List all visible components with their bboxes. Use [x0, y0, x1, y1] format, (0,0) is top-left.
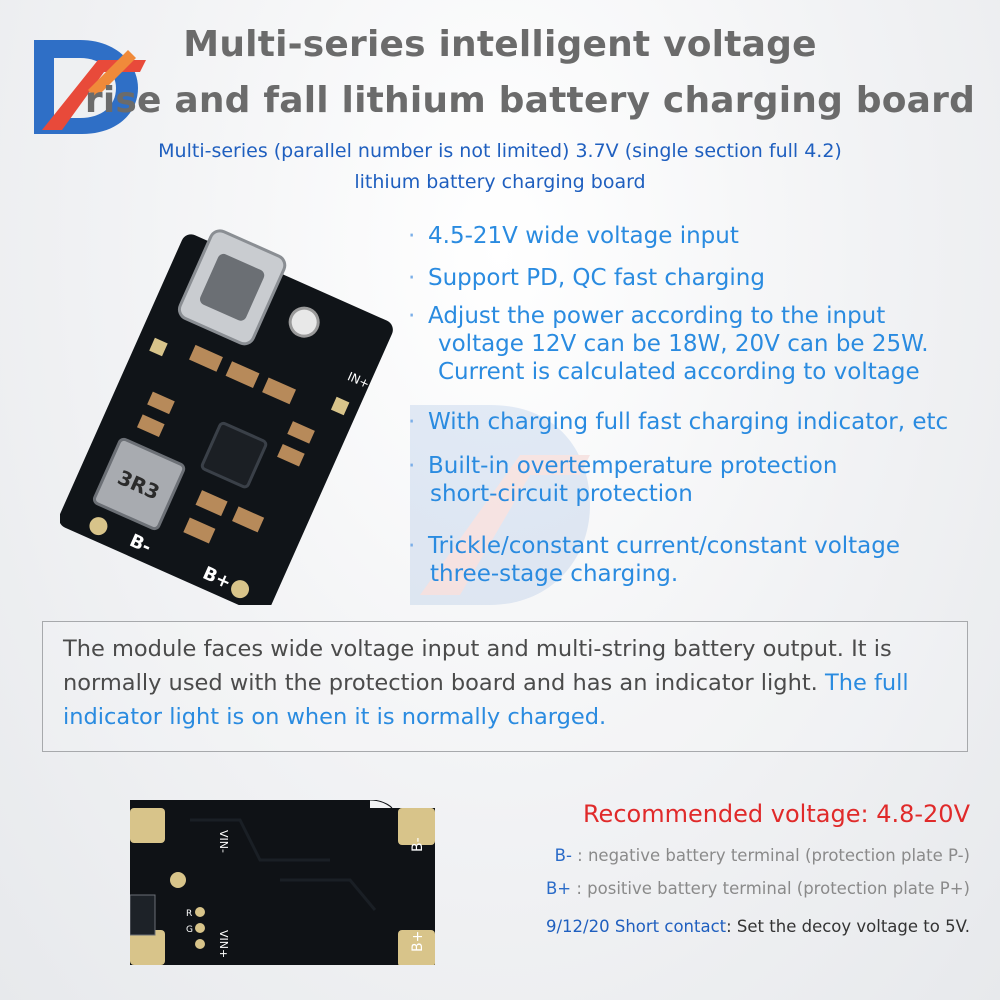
feature-item: ·Adjust the power according to the input…	[408, 303, 929, 385]
pad-b-plus-bottom-label: B+	[410, 931, 426, 952]
bullet-icon: ·	[408, 533, 416, 559]
brand-logo	[34, 40, 146, 134]
subtitle-line-1: Multi-series (parallel number is not lim…	[158, 140, 842, 162]
board-backside-photo: VIN- VIN+ B- B+ R G	[130, 800, 435, 965]
feature-item: ·Support PD, QC fast charging	[408, 265, 765, 291]
bullet-icon: ·	[408, 453, 416, 479]
led-g-label: G	[186, 925, 193, 935]
bullet-icon: ·	[408, 303, 416, 329]
recommended-voltage: Recommended voltage: 4.8-20V	[582, 800, 970, 828]
pad-b-minus-bottom-label: B-	[410, 837, 426, 852]
feature-item: ·Built-in overtemperature protection sho…	[408, 453, 838, 507]
bullet-icon: ·	[408, 409, 416, 435]
led-r-label: R	[186, 909, 192, 919]
pad-vin-minus-label: VIN-	[217, 830, 230, 853]
b-minus-note: B- : negative battery terminal (protecti…	[554, 846, 970, 865]
description-highlight: The full indicator light is on when it i…	[63, 670, 909, 730]
page-title-line-1: Multi-series intelligent voltage	[183, 24, 817, 65]
feature-item: ·With charging full fast charging indica…	[408, 409, 949, 435]
charging-board-photo: 3R3 B- B+ IN+	[60, 229, 393, 605]
bullet-icon: ·	[408, 223, 416, 249]
page-title-line-2: rise and fall lithium battery charging b…	[84, 80, 976, 121]
subtitle-line-2: lithium battery charging board	[354, 171, 646, 193]
short-contact-note: 9/12/20 Short contact: Set the decoy vol…	[546, 917, 970, 936]
pad-vin-plus-label: VIN+	[217, 930, 230, 958]
feature-item: ·Trickle/constant current/constant volta…	[408, 533, 901, 587]
recommended-voltage-value: 4.8-20V	[876, 800, 970, 828]
feature-item: ·4.5-21V wide voltage input	[408, 223, 739, 249]
watermark-logo	[410, 405, 590, 605]
description-text: The module faces wide voltage input and …	[63, 636, 909, 730]
b-plus-note: B+ : positive battery terminal (protecti…	[545, 879, 970, 898]
bullet-icon: ·	[408, 265, 416, 291]
description-box: The module faces wide voltage input and …	[42, 621, 968, 752]
